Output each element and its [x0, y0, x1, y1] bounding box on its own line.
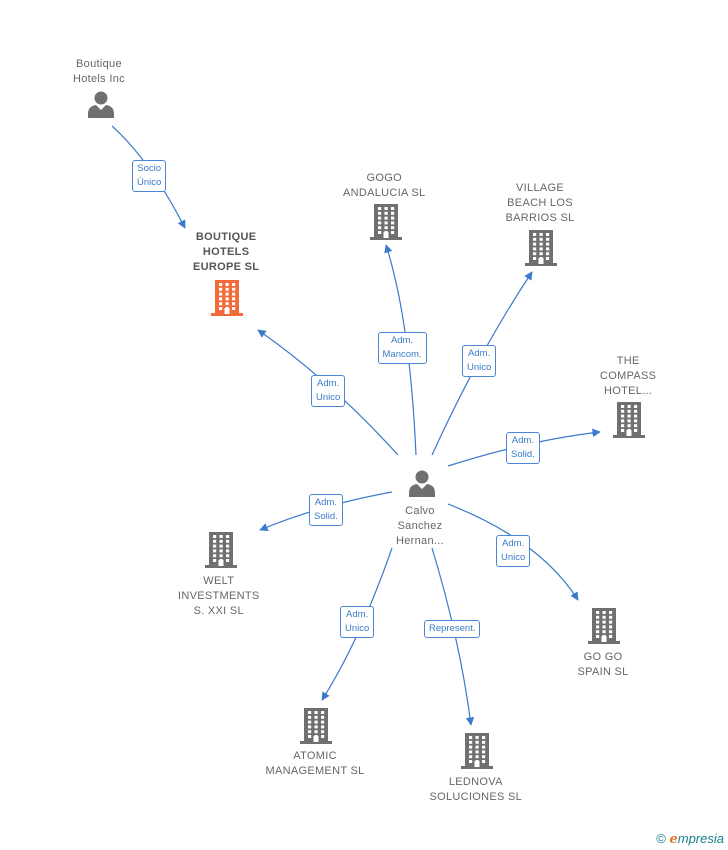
building-icon[interactable] [205, 532, 237, 573]
node-label-line: Calvo [405, 505, 435, 517]
node-label-line: LEDNOVA [448, 776, 503, 788]
node-label-gogo-spain[interactable]: GO GO SPAIN SL [578, 650, 629, 680]
edge-label-line: Solid. [314, 511, 338, 522]
edge-label-line: Adm. [511, 435, 534, 446]
building-icon[interactable] [300, 708, 332, 749]
brand-name: mpresia [677, 831, 724, 846]
building-icon[interactable] [461, 733, 493, 774]
edge-label-line: Adm. [314, 497, 337, 508]
building-icon-highlight[interactable] [211, 280, 243, 321]
node-label-boutique-europe[interactable]: BOUTIQUE HOTELS EUROPE SL [193, 230, 259, 275]
node-label-gogo-andalucia[interactable]: GOGO ANDALUCIA SL [343, 171, 425, 201]
person-icon[interactable] [407, 468, 437, 503]
brand-logo-letter: e [669, 832, 678, 847]
edge-label-line: Represent. [429, 623, 476, 634]
edge-label-line: Solid. [511, 449, 535, 460]
building-icon[interactable] [613, 402, 645, 443]
edge-label-line: Unico [316, 392, 341, 403]
node-label-village-beach[interactable]: VILLAGE BEACH LOS BARRIOS SL [506, 181, 575, 226]
node-label-line: ANDALUCIA SL [343, 187, 426, 199]
empresia-brand[interactable]: © empresia [656, 831, 724, 847]
edge-label-line: Adm. [346, 609, 369, 620]
node-label-line: INVESTMENTS [178, 590, 260, 602]
node-label-line: SPAIN SL [577, 666, 629, 678]
edge-label-line: Unico [345, 623, 370, 634]
edge-label[interactable]: Adm. Unico [462, 345, 497, 377]
edge-label-line: Unico [501, 552, 526, 563]
copyright-symbol: © [656, 831, 666, 846]
building-icon[interactable] [525, 230, 557, 271]
edge-label-line: Adm. [390, 335, 414, 346]
edge-label-line: Adm. [502, 538, 525, 549]
node-label-line: HOTEL... [604, 385, 653, 397]
edge-label[interactable]: Adm. Unico [496, 535, 531, 567]
node-label-line: S. XXI SL [193, 605, 244, 617]
node-label-compass[interactable]: THE COMPASS HOTEL... [600, 354, 656, 399]
node-label-line: BEACH LOS [507, 197, 573, 209]
edge-label-line: Socio [137, 163, 162, 174]
node-label-line: BARRIOS SL [505, 212, 575, 224]
node-label-line: SOLUCIONES SL [429, 791, 523, 803]
edge-label[interactable]: Adm. Solid. [309, 494, 343, 526]
node-label-line: Boutique [76, 58, 122, 70]
node-label-line: Hernan... [396, 535, 444, 547]
node-label-line: COMPASS [600, 370, 657, 382]
node-label-welt[interactable]: WELT INVESTMENTS S. XXI SL [178, 574, 260, 619]
node-label-line: Sanchez [397, 520, 443, 532]
node-label-line: THE [616, 355, 640, 367]
edge-label-line: Adm. [468, 348, 491, 359]
node-label-line: ATOMIC [293, 750, 337, 762]
edge-label-line: Adm. [317, 378, 340, 389]
node-label-lednova[interactable]: LEDNOVA SOLUCIONES SL [430, 775, 523, 805]
edge-label[interactable]: Adm. Solid. [506, 432, 540, 464]
edge-label[interactable]: Adm. Unico [311, 375, 346, 407]
edge-label-line: Mancom. [382, 349, 422, 360]
building-icon[interactable] [370, 204, 402, 245]
node-label-line: GO GO [583, 651, 623, 663]
building-icon[interactable] [588, 608, 620, 649]
node-label-line: VILLAGE [516, 182, 564, 194]
edge-label[interactable]: Adm. Mancom. [377, 332, 427, 364]
node-label-line: WELT [203, 575, 235, 587]
edge-calvo-to-lednova [431, 547, 475, 726]
edge-label[interactable]: Represent. [424, 620, 481, 638]
node-label-line: HOTELS [202, 246, 250, 258]
node-label-line: Hotels Inc [73, 73, 125, 85]
node-label-atomic[interactable]: ATOMIC MANAGEMENT SL [266, 749, 365, 779]
node-label-line: GOGO [366, 172, 402, 184]
person-icon[interactable] [86, 89, 116, 124]
edge-label[interactable]: Adm. Unico [340, 606, 375, 638]
node-label-line: EUROPE SL [193, 261, 260, 273]
edge-label-line: Único [137, 177, 162, 188]
node-label-line: BOUTIQUE [195, 231, 257, 243]
edge-label-line: Unico [467, 362, 492, 373]
node-label-line: MANAGEMENT SL [265, 765, 365, 777]
